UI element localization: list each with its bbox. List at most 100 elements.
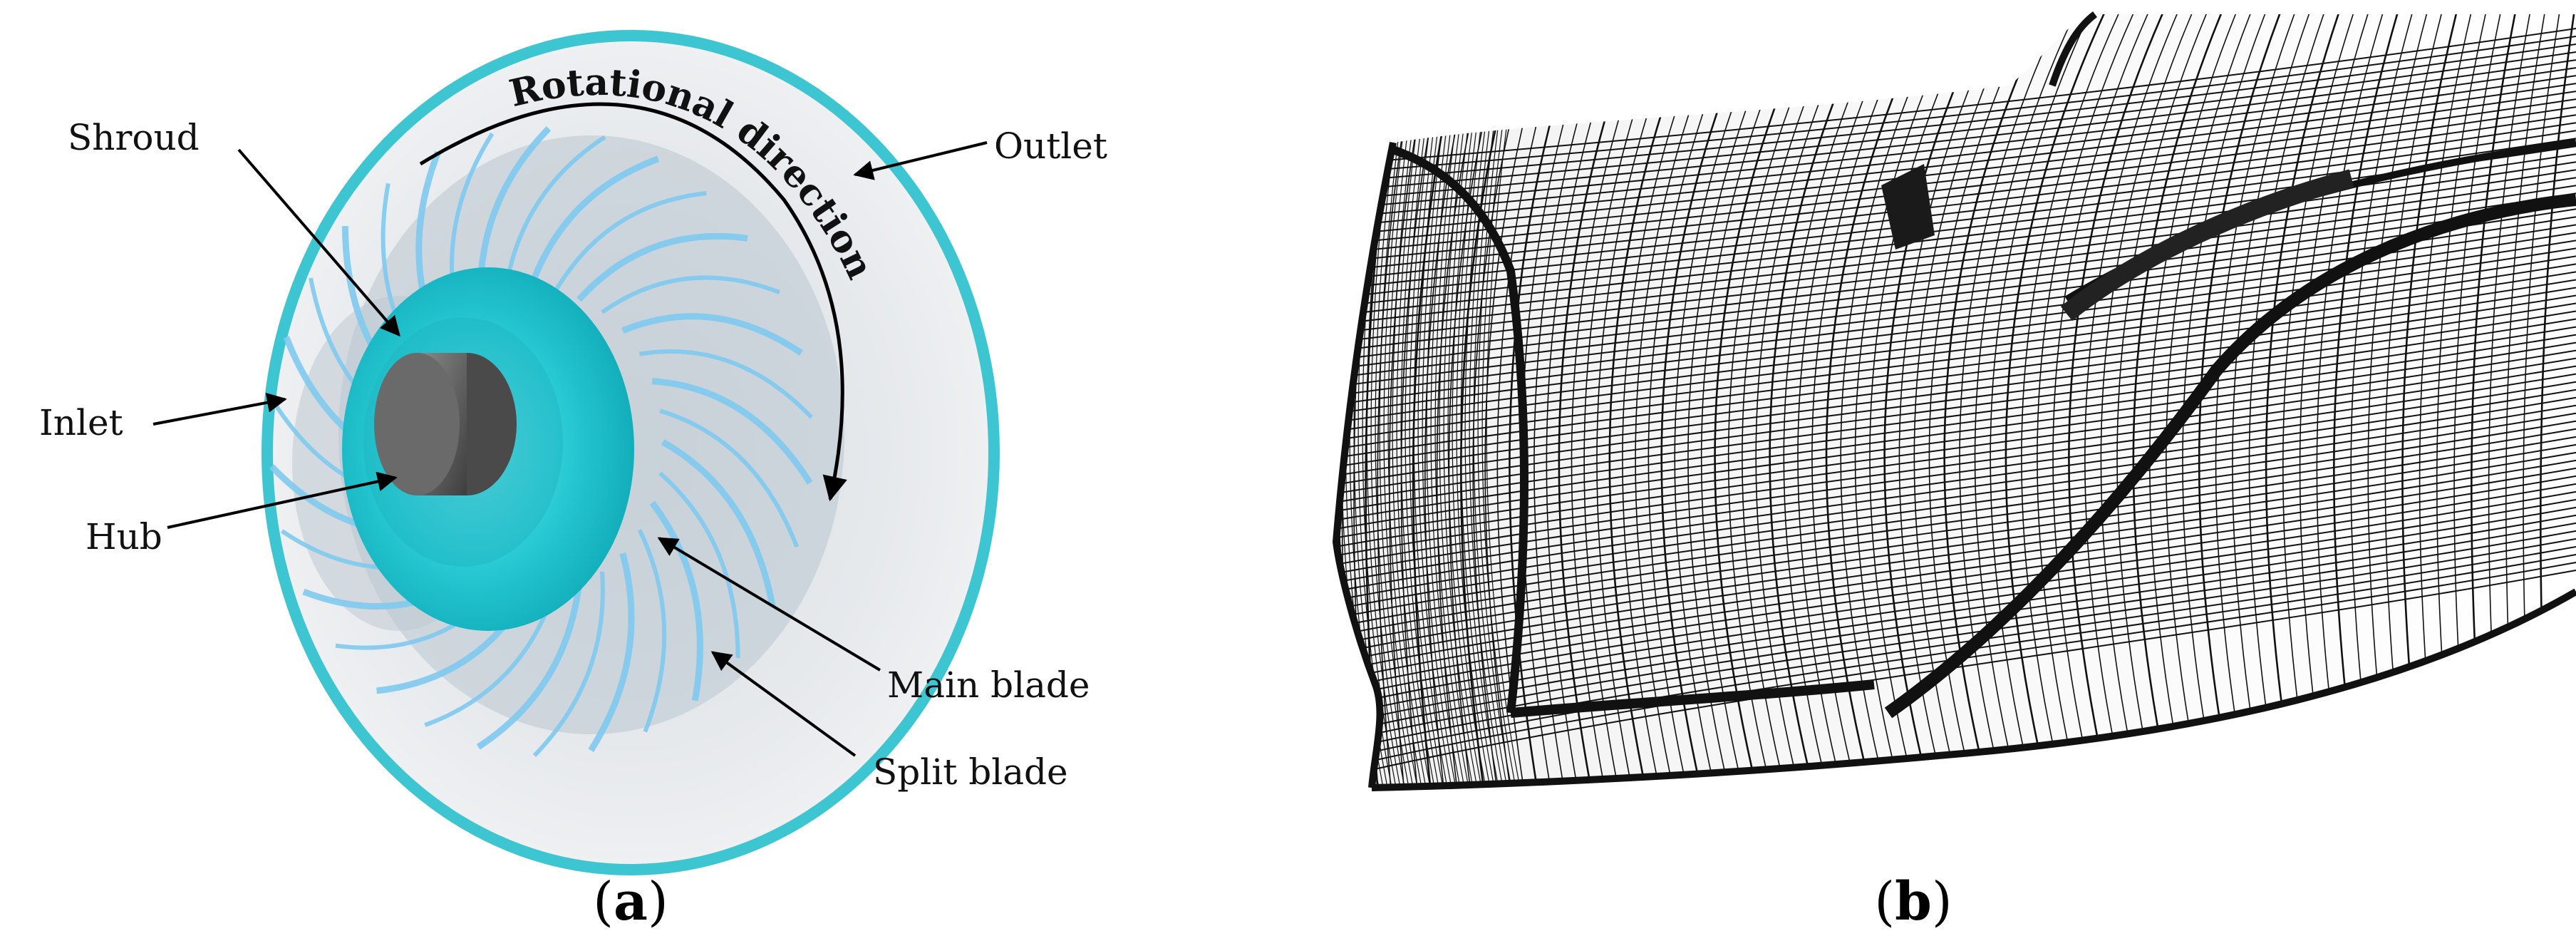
mesh-line xyxy=(1339,36,2576,174)
mesh-line xyxy=(1339,91,2576,236)
inlet-label: Inlet xyxy=(39,402,123,443)
mesh-tip-gap xyxy=(1881,164,1935,250)
caption-a-letter: a xyxy=(614,871,648,932)
caption-b-open: ( xyxy=(1874,871,1895,932)
mesh-line xyxy=(1396,128,1432,788)
impeller-blade xyxy=(649,500,703,701)
caption-a: (a) xyxy=(593,871,668,932)
mesh-line xyxy=(1339,554,2576,761)
mesh-line xyxy=(1339,302,2576,476)
caption-b: (b) xyxy=(1874,871,1952,932)
mesh-line xyxy=(1339,483,2576,680)
impeller-blade xyxy=(476,584,582,750)
impeller-blade xyxy=(639,349,813,419)
mesh-line xyxy=(1422,128,1457,788)
mesh-line xyxy=(1339,208,2576,369)
mesh-line xyxy=(1379,128,1414,788)
mesh-line xyxy=(1339,404,2576,592)
mesh-line xyxy=(1417,128,1453,788)
mesh-line xyxy=(1383,128,1419,788)
caption-a-close: ) xyxy=(648,871,668,932)
main-blade-leader xyxy=(657,537,881,672)
mesh-line xyxy=(1400,128,1436,788)
mesh-line xyxy=(1486,128,1521,788)
mesh-blade-edge xyxy=(1510,679,1875,718)
mesh-line xyxy=(1473,128,1509,788)
mesh-line xyxy=(1339,570,2576,778)
mesh-line xyxy=(1426,128,1462,788)
mesh-line xyxy=(1339,192,2576,351)
mesh-line xyxy=(1443,128,1479,788)
mesh-line xyxy=(1339,326,2576,503)
mesh-line xyxy=(1339,232,2576,396)
impeller-blade xyxy=(588,552,635,753)
mesh-line xyxy=(1339,459,2576,654)
main-blade-label: Main blade xyxy=(887,664,1090,706)
mesh-line xyxy=(1339,83,2576,227)
mesh-line xyxy=(1447,128,1483,788)
hub-front xyxy=(374,353,460,495)
panel-b-mesh xyxy=(1332,11,2576,791)
mesh-line xyxy=(1339,428,2576,618)
outlet-leader xyxy=(853,141,988,180)
mesh-line xyxy=(1339,349,2576,529)
mesh-inlet-front xyxy=(1392,145,1528,714)
outlet-label: Outlet xyxy=(994,125,1107,167)
hub-label: Hub xyxy=(86,516,162,557)
mesh-line xyxy=(1339,185,2576,343)
mesh-line xyxy=(1409,128,1444,788)
mesh-line xyxy=(1456,128,1491,788)
mesh-line xyxy=(1339,106,2576,254)
impeller-blade xyxy=(552,191,707,294)
mesh-line xyxy=(1339,200,2576,361)
mesh-line xyxy=(1405,128,1440,788)
mesh-line xyxy=(1375,128,1410,788)
caption-b-letter: b xyxy=(1895,871,1932,932)
mesh-line xyxy=(1339,412,2576,600)
mesh-line xyxy=(1339,475,2576,672)
mesh-hub-band xyxy=(1884,193,2576,719)
impeller-blade xyxy=(621,313,803,356)
mesh-line xyxy=(1339,436,2576,627)
mesh-line xyxy=(1339,334,2576,512)
mesh-line xyxy=(1439,128,1474,788)
caption-b-close: ) xyxy=(1932,871,1952,932)
impeller-blade xyxy=(525,155,660,294)
outlet-rim xyxy=(262,30,1000,875)
mesh-edge-left xyxy=(1332,142,1397,788)
mesh-line xyxy=(1392,128,1427,788)
mesh-line xyxy=(1339,420,2576,610)
mesh-line xyxy=(1339,75,2576,218)
inlet-leader xyxy=(152,392,287,426)
impeller-blade xyxy=(661,439,776,607)
mesh-line xyxy=(1452,128,1487,788)
impeller-blade xyxy=(532,571,605,757)
impeller-blade xyxy=(637,529,667,733)
impeller-blade xyxy=(651,378,813,485)
mesh-line xyxy=(1434,128,1470,788)
mesh-line xyxy=(1339,490,2576,689)
panel-a-impeller xyxy=(262,30,1000,875)
impeller-blade xyxy=(601,275,781,314)
mesh-line xyxy=(1339,294,2576,467)
impeller-blade xyxy=(576,232,748,302)
mesh-top-duct xyxy=(2049,11,2098,87)
mesh-bottom-edge xyxy=(1371,588,2576,791)
shroud-label: Shroud xyxy=(68,117,200,158)
mesh-line xyxy=(1413,128,1449,788)
mesh-channel xyxy=(2060,169,2354,322)
impeller-blade xyxy=(658,471,740,658)
split-blade-leader xyxy=(710,651,857,757)
mesh-line xyxy=(1460,128,1496,788)
caption-a-open: ( xyxy=(593,871,614,932)
mesh-line xyxy=(1339,318,2576,494)
mesh-line xyxy=(1430,128,1466,788)
rotation-arrow xyxy=(419,102,847,502)
hub-leader xyxy=(167,471,398,529)
shroud-leader xyxy=(237,148,400,337)
mesh-line xyxy=(1464,128,1500,788)
mesh-line xyxy=(1339,98,2576,245)
mesh-line xyxy=(1339,122,2576,272)
impeller-blade xyxy=(659,408,799,548)
